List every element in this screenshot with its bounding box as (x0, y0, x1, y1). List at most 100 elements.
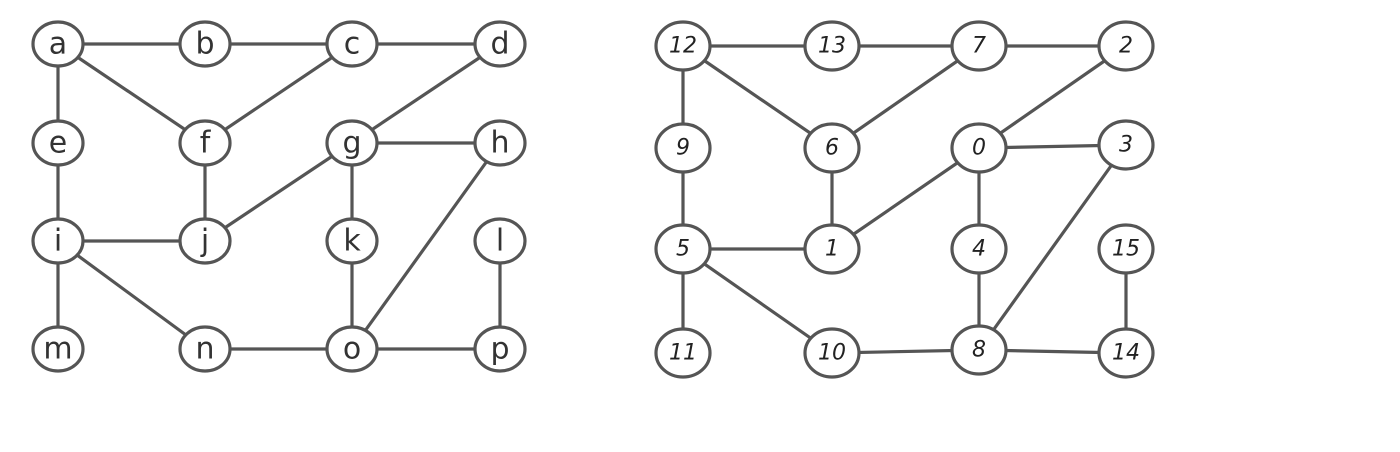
node-label: g (342, 126, 361, 161)
node-circle (31, 325, 85, 373)
node-circle (803, 20, 861, 72)
node-circle (654, 327, 712, 379)
node-label: h (490, 126, 509, 161)
node-circle (950, 223, 1008, 275)
node-j: j (178, 217, 232, 265)
node-c: c (325, 20, 379, 68)
node-f: f (178, 119, 232, 167)
node-label: d (490, 27, 509, 62)
node-h: 3 (1097, 119, 1155, 171)
node-label: o (343, 332, 361, 367)
node-circle (803, 223, 861, 275)
node-circle (178, 119, 232, 167)
node-label: 14 (1112, 341, 1140, 366)
edge-h-o (350, 141, 502, 351)
node-circle (654, 122, 712, 174)
node-l: l (473, 217, 527, 265)
node-circle (325, 325, 379, 373)
edge-g-j (830, 146, 981, 251)
node-b: b (178, 20, 232, 68)
node-circle (1097, 327, 1155, 379)
node-label: n (195, 332, 214, 367)
node-circle (1097, 223, 1155, 275)
node-label: 6 (825, 136, 839, 161)
edge-i-n (681, 247, 834, 355)
node-circle (31, 119, 85, 167)
node-circle (654, 223, 712, 275)
node-label: a (49, 27, 67, 62)
edge-g-j (203, 141, 354, 243)
node-e: 9 (654, 122, 712, 174)
node-label: f (200, 126, 212, 161)
node-n: n (178, 325, 232, 373)
node-label: 13 (818, 34, 846, 59)
node-circle (178, 217, 232, 265)
node-circle (178, 325, 232, 373)
node-label: 8 (972, 338, 986, 363)
node-label: c (344, 27, 361, 62)
node-label: 12 (669, 34, 697, 59)
node-m: 11 (654, 327, 712, 379)
node-n: 10 (803, 327, 861, 379)
node-circle (473, 217, 527, 265)
node-circle (473, 325, 527, 373)
node-o: 8 (950, 324, 1008, 376)
node-b: 13 (803, 20, 861, 72)
edge-d-g (350, 42, 502, 145)
node-label: 7 (972, 34, 986, 59)
edge-h-o (977, 143, 1128, 352)
node-circle (31, 217, 85, 265)
node-circle (325, 119, 379, 167)
edge-a-f (56, 42, 207, 145)
node-e: e (31, 119, 85, 167)
node-label: 0 (972, 136, 986, 161)
node-circle (1097, 20, 1155, 72)
number-graph-edges (681, 44, 1128, 355)
node-circle (1097, 119, 1155, 171)
edge-c-f (830, 44, 981, 150)
node-label: 9 (676, 136, 690, 161)
node-circle (803, 327, 861, 379)
node-circle (473, 20, 527, 68)
node-a: a (31, 20, 85, 68)
node-d: d (473, 20, 527, 68)
edge-i-n (56, 239, 207, 351)
node-i: i (31, 217, 85, 265)
node-label: j (200, 224, 209, 259)
node-circle (950, 122, 1008, 174)
node-circle (654, 20, 712, 72)
letter-graph-nodes: a b c d e f g h i j k l m n o p (31, 20, 527, 373)
node-circle (325, 217, 379, 265)
node-label: 15 (1112, 237, 1140, 262)
letter-graph-edges (56, 42, 502, 351)
node-c: 7 (950, 20, 1008, 72)
node-m: m (31, 325, 85, 373)
node-circle (950, 20, 1008, 72)
node-j: 1 (803, 223, 861, 275)
node-p: 14 (1097, 327, 1155, 379)
node-circle (950, 324, 1008, 376)
node-label: 10 (818, 341, 846, 366)
node-label: m (43, 332, 72, 367)
node-h: h (473, 119, 527, 167)
node-circle (803, 122, 861, 174)
node-label: l (496, 224, 504, 259)
node-d: 2 (1097, 20, 1155, 72)
node-a: 12 (654, 20, 712, 72)
edge-a-f (681, 44, 834, 150)
node-label: 3 (1119, 133, 1133, 158)
node-g: g (325, 119, 379, 167)
node-label: 11 (669, 341, 697, 366)
node-label: b (195, 27, 214, 62)
node-o: o (325, 325, 379, 373)
node-label: 2 (1119, 34, 1133, 59)
node-label: 1 (825, 237, 839, 262)
node-k: 4 (950, 223, 1008, 275)
node-f: 6 (803, 122, 861, 174)
node-k: k (325, 217, 379, 265)
edge-d-g (977, 44, 1128, 150)
node-label: p (490, 332, 509, 367)
